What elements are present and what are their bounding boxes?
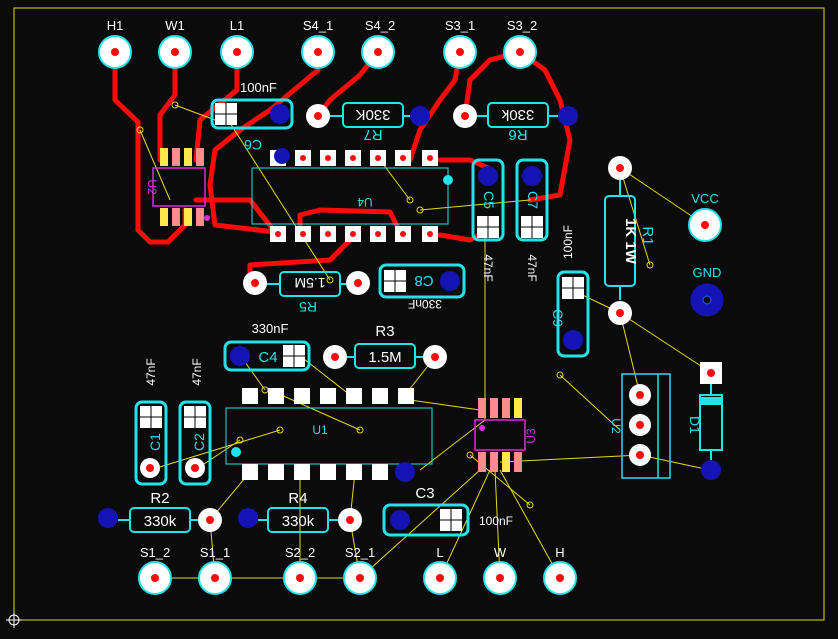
gnd-pad (690, 283, 724, 317)
connector-s4-1 (301, 35, 335, 69)
r2-ref: R2 (150, 490, 169, 507)
r6-value: 330k (501, 106, 534, 123)
connector-label-s1-2: S1_2 (140, 545, 170, 560)
connector-label-l1: L1 (230, 18, 244, 33)
c8-capacitor (378, 263, 466, 299)
connector-s2-2 (283, 561, 317, 595)
connector-label-h1: H1 (107, 18, 124, 33)
c4-ref: C4 (258, 349, 277, 366)
c4-value: 330nF (252, 321, 289, 336)
connector-h1 (98, 35, 132, 69)
connector-label-s3-1: S3_1 (445, 18, 475, 33)
r3-resistor (323, 343, 447, 369)
c3-value: 100nF (479, 514, 513, 528)
u2-reg-ref: U2 (609, 418, 623, 434)
connector-label-s3-2: S3_2 (507, 18, 537, 33)
connector-w1 (158, 35, 192, 69)
c2-capacitor (178, 400, 212, 486)
r4-ref: R4 (288, 490, 307, 507)
r1-ref: R1 (639, 226, 656, 245)
c3-ref: C3 (415, 485, 434, 502)
c3-capacitor (382, 503, 470, 537)
connector-s1-2 (138, 561, 172, 595)
c6-ref: C6 (244, 137, 262, 153)
top-connectors (98, 35, 537, 69)
connector-label-s4-2: S4_2 (365, 18, 395, 33)
c5-value: 47nF (481, 254, 495, 281)
c8-value: 330nF (408, 297, 442, 311)
r7-value: 330K (355, 106, 390, 123)
r3-value: 1.5M (368, 349, 401, 366)
u1-dip-chip (225, 388, 433, 482)
connector-label-h: H (555, 545, 564, 560)
c2-value: 47nF (190, 358, 204, 385)
u2-top-ref: U2 (145, 179, 159, 195)
connector-w (483, 561, 517, 595)
r1-value: 1K 1W (622, 218, 639, 265)
d1-diode (699, 362, 723, 480)
c9-ref: C9 (550, 309, 566, 327)
connector-s3-2 (503, 35, 537, 69)
bottom-connectors (138, 561, 577, 595)
c7-value: 47nF (525, 254, 539, 281)
vcc-label: VCC (691, 191, 718, 206)
connector-l (423, 561, 457, 595)
c1-ref: C1 (147, 433, 163, 451)
r3-ref: R3 (375, 323, 394, 340)
connector-s3-1 (443, 35, 477, 69)
r5-ref: R5 (299, 299, 317, 315)
connector-label-s4-1: S4_1 (303, 18, 333, 33)
r2-resistor (98, 507, 222, 533)
c8-ref: C8 (414, 272, 433, 289)
connector-label-w1: W1 (165, 18, 185, 33)
r4-value: 330k (282, 513, 315, 530)
connector-label-s2-1: S2_1 (345, 545, 375, 560)
d1-ref: D1 (687, 416, 703, 434)
c7-capacitor (515, 158, 549, 242)
vcc-pad (688, 208, 722, 242)
u3-smd-chip (474, 398, 526, 472)
connector-s1-1 (198, 561, 232, 595)
u1-ref: U1 (312, 423, 328, 437)
c7-ref: C7 (525, 191, 541, 209)
u4-ref: U4 (357, 195, 373, 209)
connector-s2-1 (343, 561, 377, 595)
c9-value: 100nF (561, 225, 575, 259)
c4-capacitor (223, 340, 311, 372)
u2-regulator (621, 373, 671, 479)
connector-s4-2 (361, 35, 395, 69)
connector-h (543, 561, 577, 595)
r2-value: 330k (144, 513, 177, 530)
r6-ref: R6 (508, 126, 527, 143)
connector-l1 (220, 35, 254, 69)
r5-value: 1.5M (294, 275, 325, 291)
r7-resistor (306, 102, 430, 128)
gnd-label: GND (693, 265, 722, 280)
board-outline (13, 7, 825, 621)
c5-capacitor (471, 158, 505, 242)
c6-capacitor (210, 98, 294, 130)
c9-capacitor (556, 270, 590, 358)
c1-value: 47nF (144, 358, 158, 385)
connector-label-w: W (494, 545, 507, 560)
u2-smd-chip (152, 148, 210, 226)
c6-value: 100nF (240, 80, 277, 95)
u4-dip-chip (251, 148, 453, 242)
r4-resistor (238, 507, 362, 533)
connector-label-s2-2: S2_2 (285, 545, 315, 560)
r7-ref: R7 (363, 126, 382, 143)
connector-label-l: L (436, 545, 443, 560)
c5-ref: C5 (481, 191, 497, 209)
c1-capacitor (134, 400, 168, 486)
r6-resistor (453, 102, 578, 128)
r1-resistor (604, 156, 636, 325)
c2-ref: C2 (191, 433, 207, 451)
u3-ref: U3 (524, 428, 538, 444)
r5-resistor (243, 271, 370, 297)
connector-label-s1-1: S1_1 (200, 545, 230, 560)
